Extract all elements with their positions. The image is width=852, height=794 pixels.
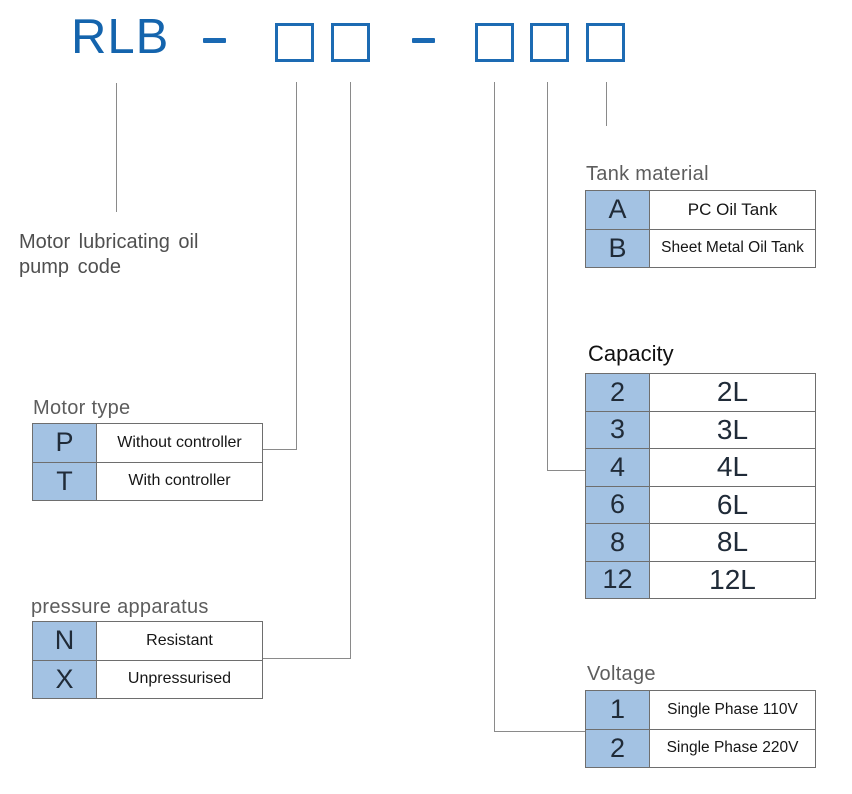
table-row: 8 8L: [586, 523, 815, 561]
pressure-table: N Resistant X Unpressurised: [32, 621, 263, 699]
code-cell: 2: [586, 729, 650, 767]
connector-tank-vertical: [606, 82, 607, 126]
code-box-pressure: [331, 23, 370, 62]
code-cell: X: [33, 660, 97, 698]
value-cell: With controller: [128, 472, 231, 490]
pressure-title: pressure apparatus: [31, 596, 209, 618]
pump-code-line1: Motor lubricating oil: [19, 231, 199, 253]
tank-table: A PC Oil Tank B Sheet Metal Oil Tank: [585, 190, 816, 268]
code-cell: 3: [586, 411, 650, 448]
code-cell: B: [586, 229, 650, 267]
value-cell: 8L: [716, 526, 749, 558]
value-cell: Resistant: [146, 631, 213, 649]
table-row: N Resistant: [33, 622, 262, 660]
code-cell: 6: [586, 486, 650, 523]
value-cell: 3L: [716, 413, 749, 445]
dash-separator: [412, 38, 435, 43]
table-row: 1 Single Phase 110V: [586, 691, 815, 729]
table-row: B Sheet Metal Oil Tank: [586, 228, 815, 267]
code-cell: T: [33, 462, 97, 500]
voltage-title: Voltage: [587, 663, 656, 685]
code-cell: 1: [586, 691, 650, 729]
code-cell: A: [586, 191, 650, 229]
capacity-title: Capacity: [588, 341, 674, 366]
table-row: A PC Oil Tank: [586, 191, 815, 229]
value-cell: Single Phase 220V: [666, 739, 799, 757]
table-row: 12 12L: [586, 560, 815, 598]
value-cell: 12L: [709, 563, 756, 595]
pump-code-line2: pump code: [19, 256, 121, 278]
code-box-motor-type: [275, 23, 314, 62]
value-cell: 6L: [716, 488, 749, 520]
pump-code-label: Motor lubricating oil pump code: [19, 230, 198, 280]
code-box-capacity: [530, 23, 569, 62]
code-cell: N: [33, 622, 97, 660]
code-cell: 2: [586, 374, 650, 411]
value-cell: Single Phase 110V: [667, 700, 798, 718]
table-row: 4 4L: [586, 448, 815, 486]
table-row: 6 6L: [586, 485, 815, 523]
table-row: X Unpressurised: [33, 659, 262, 698]
value-cell: Without controller: [117, 433, 242, 451]
connector-motor-type-horizontal: [263, 449, 297, 450]
code-cell: 12: [586, 561, 650, 598]
code-cell: 8: [586, 524, 650, 561]
code-cell: P: [33, 424, 97, 462]
connector-motor-type-vertical: [296, 82, 297, 450]
value-cell: PC Oil Tank: [687, 199, 778, 219]
dash-separator: [203, 38, 226, 43]
capacity-table: 2 2L 3 3L 4 4L 6 6L 8 8L 12 12L: [585, 373, 816, 599]
motor-type-title: Motor type: [33, 397, 131, 419]
value-cell: 4L: [716, 451, 749, 483]
table-row: 2 Single Phase 220V: [586, 728, 815, 767]
tank-title: Tank material: [586, 163, 709, 185]
code-box-voltage: [475, 23, 514, 62]
table-row: T With controller: [33, 461, 262, 500]
motor-type-table: P Without controller T With controller: [32, 423, 263, 501]
value-cell: Sheet Metal Oil Tank: [661, 239, 804, 257]
value-cell: Unpressurised: [127, 670, 232, 688]
table-row: P Without controller: [33, 424, 262, 462]
voltage-table: 1 Single Phase 110V 2 Single Phase 220V: [585, 690, 816, 768]
table-row: 2 2L: [586, 374, 815, 411]
model-code-prefix: RLB: [71, 10, 170, 64]
connector-pressure-vertical: [350, 82, 351, 658]
connector-voltage-vertical: [494, 82, 495, 732]
connector-voltage-horizontal: [494, 731, 585, 732]
connector-capacity-horizontal: [547, 470, 585, 471]
code-cell: 4: [586, 449, 650, 486]
value-cell: 2L: [716, 376, 749, 408]
code-box-tank: [586, 23, 625, 62]
table-row: 3 3L: [586, 410, 815, 448]
connector-prefix: [116, 83, 117, 212]
connector-pressure-horizontal: [263, 658, 351, 659]
connector-capacity-vertical: [547, 82, 548, 470]
